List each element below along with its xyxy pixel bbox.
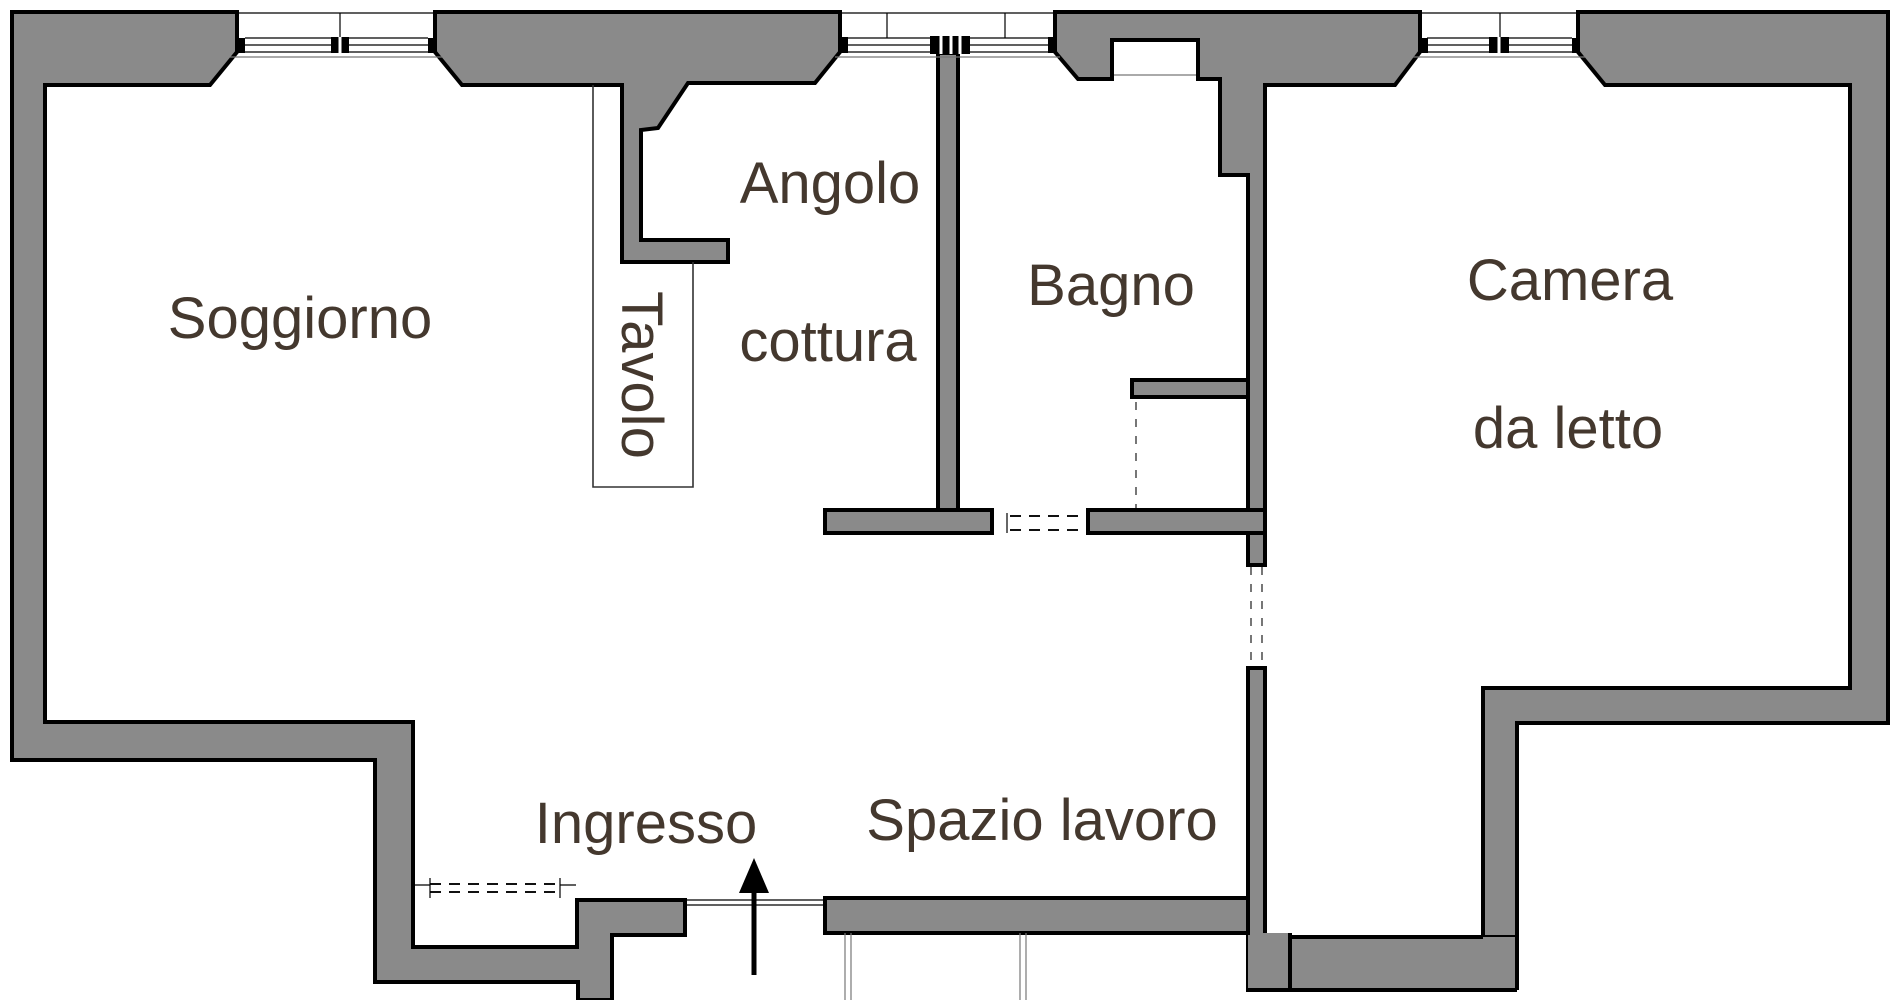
window-jamb-icon — [237, 38, 245, 53]
opening-soggiorno-ingresso — [413, 878, 576, 898]
wall-right-perimeter — [1481, 10, 1890, 939]
interior-walls — [823, 51, 1519, 992]
table-tavolo — [592, 85, 694, 488]
window-jamb-icon — [1420, 38, 1428, 53]
window-jamb-icon — [840, 37, 848, 53]
railing-lines — [844, 933, 1027, 1000]
exterior-walls — [10, 10, 1890, 1000]
label-angolo: Angolo — [740, 151, 921, 216]
window-soggiorno — [230, 12, 442, 58]
opening-bagno-entrance — [1006, 513, 1085, 533]
room-labels: Soggiorno Angolo cottura Bagno Camera da… — [168, 151, 1674, 856]
label-spazio-lavoro: Spazio lavoro — [866, 788, 1217, 853]
window-jamb-icon — [428, 38, 436, 53]
label-bagno: Bagno — [1027, 253, 1195, 318]
wall-left-perimeter — [10, 10, 687, 1000]
label-da-letto: da letto — [1473, 396, 1663, 461]
wall-under-bagno-right — [1086, 508, 1267, 535]
wall-under-bagno-left — [823, 508, 994, 535]
arrow-up-icon — [739, 858, 769, 975]
opening-spazio-camera — [1250, 567, 1263, 666]
label-cottura: cottura — [739, 309, 917, 374]
label-camera: Camera — [1467, 248, 1674, 313]
window-jamb-icon — [1572, 38, 1580, 53]
wall-outline-bottom-right — [1248, 933, 1519, 992]
wall-top-center-with-pier — [433, 10, 842, 264]
window-jamb-icon — [1048, 37, 1056, 53]
wall-bottom-spazio-lavoro — [823, 896, 1250, 935]
wall-cottura-bagno-divider — [936, 51, 960, 515]
label-ingresso: Ingresso — [535, 791, 757, 856]
wall-bottom-right — [1248, 937, 1517, 990]
label-tavolo: Tavolo — [609, 291, 674, 459]
label-soggiorno: Soggiorno — [168, 286, 432, 351]
window-camera — [1413, 12, 1585, 58]
window-angolo-cottura — [835, 12, 1060, 58]
wall-bagno-stub — [1130, 378, 1250, 399]
wall-top-bagno-with-niche — [1053, 10, 1422, 567]
